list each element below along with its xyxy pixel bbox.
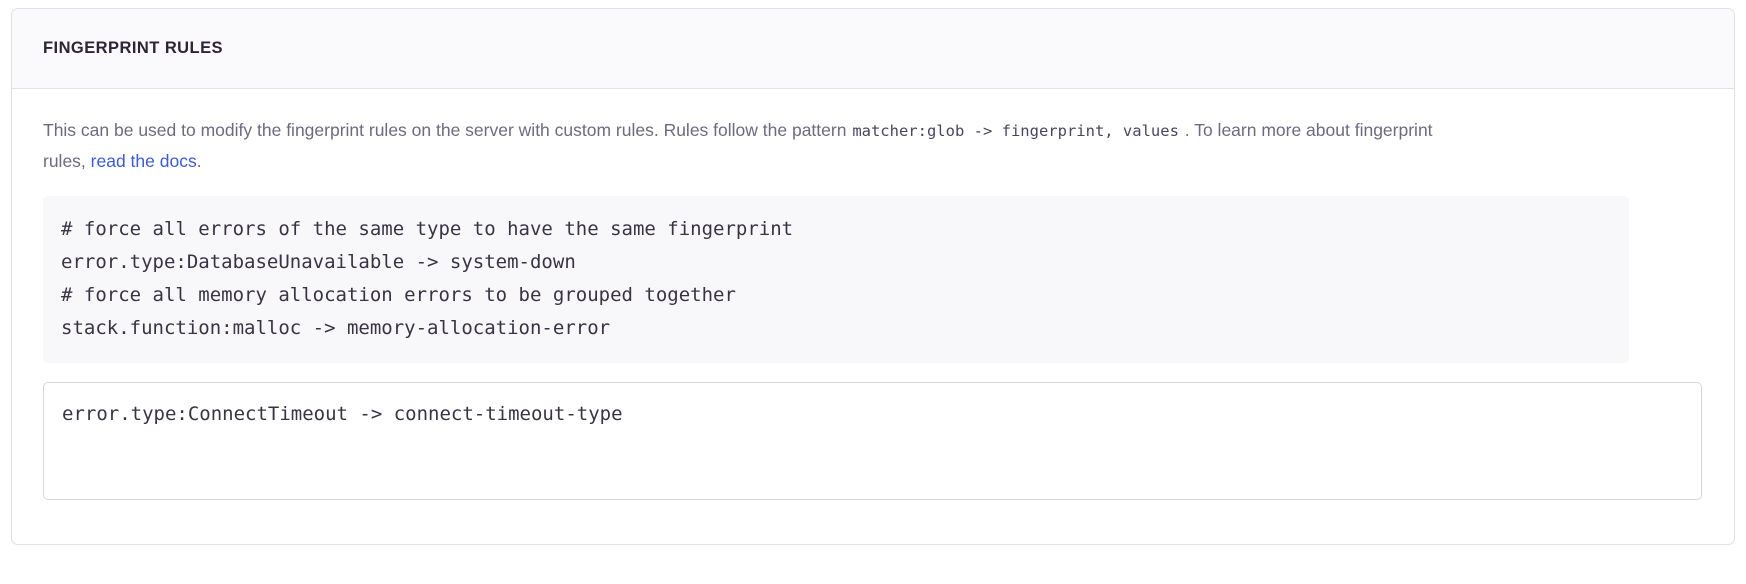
description-text-part-2: . To learn more about fingerprint rules, [43, 120, 1433, 171]
panel-description: This can be used to modify the fingerpri… [43, 115, 1443, 176]
code-line: # force all memory allocation errors to … [61, 284, 736, 306]
panel-title: FINGERPRINT RULES [43, 39, 223, 57]
read-the-docs-link[interactable]: read the docs [90, 151, 197, 171]
panel-body: This can be used to modify the fingerpri… [12, 89, 1734, 500]
code-line: # force all errors of the same type to h… [61, 218, 794, 240]
inline-code-pattern: matcher:glob -> fingerprint, values [852, 122, 1179, 140]
fingerprint-rules-panel: FINGERPRINT RULES This can be used to mo… [11, 8, 1735, 545]
description-text-part-3: . [196, 151, 202, 171]
example-code-block: # force all errors of the same type to h… [43, 196, 1629, 363]
code-line: stack.function:malloc -> memory-allocati… [61, 317, 611, 339]
fingerprint-rules-input[interactable] [43, 382, 1702, 500]
panel-header: FINGERPRINT RULES [12, 9, 1734, 89]
code-line: error.type:DatabaseUnavailable -> system… [61, 251, 576, 273]
description-text-part-1: This can be used to modify the fingerpri… [43, 120, 852, 140]
